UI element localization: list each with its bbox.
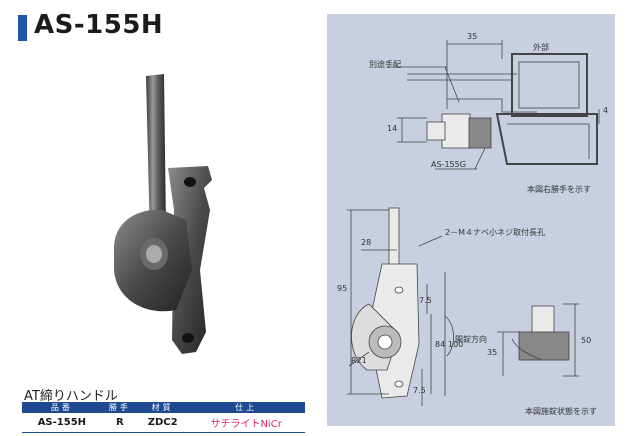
dim-7-5-upper: 7.5 [419,296,432,305]
dim-95: 95 [337,284,348,293]
header-material: 材質 [138,402,188,413]
header-hand: 勝手 [101,402,139,413]
cell-part-number: AS-155H [22,413,102,433]
dim-r21: R21 [351,356,367,365]
header-finish: 仕上 [187,402,305,413]
drawing-lines [347,40,600,406]
cell-hand: R [101,413,139,433]
table-row: AS-155H R ZDC2 サチライトNiCr [22,413,305,433]
dim-top-14: 14 [387,124,398,133]
dim-28: 28 [361,238,372,247]
technical-drawing: 35 外部 別途手配 14 4 AS-155G 本図右勝手を示す 2－M４ナベ小… [327,14,615,426]
spec-table: 品番 勝手 材質 仕上 AS-155H R ZDC2 サチライトNiCr [22,402,305,433]
dim-84: 84 [435,340,446,349]
screw-note: 2－M４ナベ小ネジ取付長孔 [445,228,545,237]
label-unlock-direction: 開錠方向 [455,335,487,344]
label-outside: 外部 [533,43,549,52]
product-photo [114,74,212,354]
product-caption: AT締りハンドル [24,389,118,404]
dim-top-35: 35 [467,32,478,41]
dim-side-50: 50 [581,336,592,345]
label-separate-order: 別途手配 [369,60,401,69]
product-title: AS-155H [34,10,164,40]
note-right-hand: 本図右勝手を示す [527,185,591,194]
dim-top-4: 4 [603,106,609,115]
header-part-number: 品番 [22,402,102,413]
label-part-as155g: AS-155G [431,160,466,169]
note-locked-state: 本図施錠状態を示す [525,407,597,416]
cell-finish: サチライトNiCr [187,413,305,433]
title-accent-bar [18,15,27,41]
dim-side-35: 35 [487,348,498,357]
dim-7-5-lower: 7.5 [413,386,426,395]
cell-material: ZDC2 [138,413,188,433]
dim-100: 100 [448,340,464,349]
